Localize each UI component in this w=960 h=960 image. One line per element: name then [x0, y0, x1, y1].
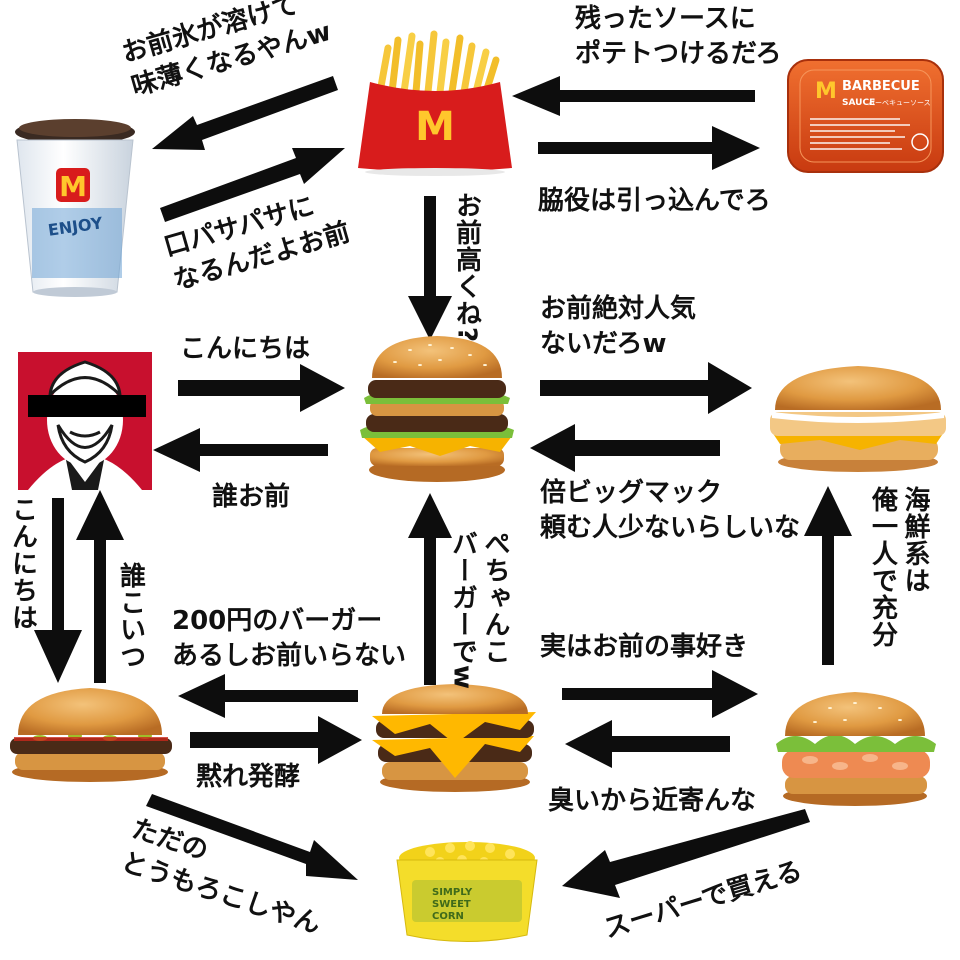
label-fries-to-sauce: 脇役は引っ込んでろ [538, 186, 771, 216]
arrow-double-to-ebi [562, 670, 758, 718]
arrow-fries-to-bigmac [408, 196, 452, 340]
arrow-hamburger-to-corn [146, 794, 358, 880]
label-fries-to-bigmac: お前高くね? [451, 192, 482, 344]
label-ebi-to-double: 臭いから近寄んな [548, 786, 757, 816]
big-mac-image [360, 336, 514, 482]
label-hamburger-to-kfc: 誰こいつ [115, 562, 146, 670]
label-double-to-hamburger: 200円のバーガー あるしお前いらない [172, 606, 407, 672]
arrow-fries-to-sauce [538, 126, 760, 170]
fries-image: M [358, 30, 512, 176]
double-cheeseburger-image [372, 684, 536, 792]
arrow-kfc-to-hamburger [34, 498, 82, 683]
bbq-sauce-image: M BARBECUE SAUCE バーベキューソース [787, 59, 944, 173]
label-hamburger-to-double: 黙れ発酵 [196, 762, 301, 792]
corn-cup-line-3: CORN [432, 911, 464, 922]
arrows [34, 76, 852, 898]
sauce-subtitle: SAUCE [842, 98, 875, 108]
corn-cup-line-1: SIMPLY [432, 887, 473, 898]
label-kfc-to-bigmac: こんにちは [180, 334, 311, 364]
arrow-kfc-to-bigmac [178, 364, 345, 412]
fries-logo: M [415, 104, 455, 150]
label-double-to-ebi: 実はお前の事好き [540, 632, 749, 662]
arrow-bigmac-to-kfc [153, 428, 328, 472]
filet-o-fish-image [770, 366, 946, 472]
arrow-drink-to-fries [160, 148, 345, 222]
corn-cup-line-2: SWEET [432, 899, 471, 910]
arrow-ebi-to-corn [562, 809, 810, 898]
arrow-double-to-bigmac [408, 493, 452, 685]
kfc-colonel-image [18, 352, 152, 490]
arrow-sauce-to-fries [512, 76, 755, 116]
label-bigmac-to-kfc: 誰お前 [212, 482, 291, 512]
label-bigmac-to-fish: お前絶対人気 ないだろw [540, 294, 697, 360]
label-sauce-to-fries: 残ったソースに ポテトつけるだろ [575, 4, 782, 70]
drink-logo: M [59, 170, 87, 203]
drink-cup-image: M ENJOY [15, 119, 135, 297]
label-ebi-to-fish: 海鮮系は 俺一人で充分 [867, 486, 931, 648]
censor-bar [28, 395, 146, 417]
arrow-ebi-to-fish [804, 486, 852, 665]
arrow-hamburger-to-kfc [76, 490, 124, 683]
arrow-fish-to-bigmac [530, 424, 720, 472]
label-fish-to-bigmac: 倍ビッグマック 頼む人少ないらしいな [540, 478, 801, 544]
corn-cup-image: SIMPLY SWEET CORN [396, 841, 538, 942]
hamburger-image [10, 688, 172, 782]
arrow-hamburger-to-double [190, 716, 362, 764]
arrow-bigmac-to-fish [540, 362, 752, 414]
arrow-fries-to-drink [152, 76, 338, 150]
sauce-title: BARBECUE [842, 79, 920, 94]
ebi-burger-image [776, 692, 936, 806]
sauce-logo: M [815, 79, 837, 104]
label-double-to-bigmac: ぺちゃんこ バーガーでw [447, 530, 511, 691]
sauce-jp: バーベキューソース [868, 99, 931, 107]
arrow-ebi-to-double [565, 720, 730, 768]
label-kfc-to-hamburger: こんにちは [7, 496, 38, 631]
arrow-double-to-hamburger [178, 674, 358, 718]
